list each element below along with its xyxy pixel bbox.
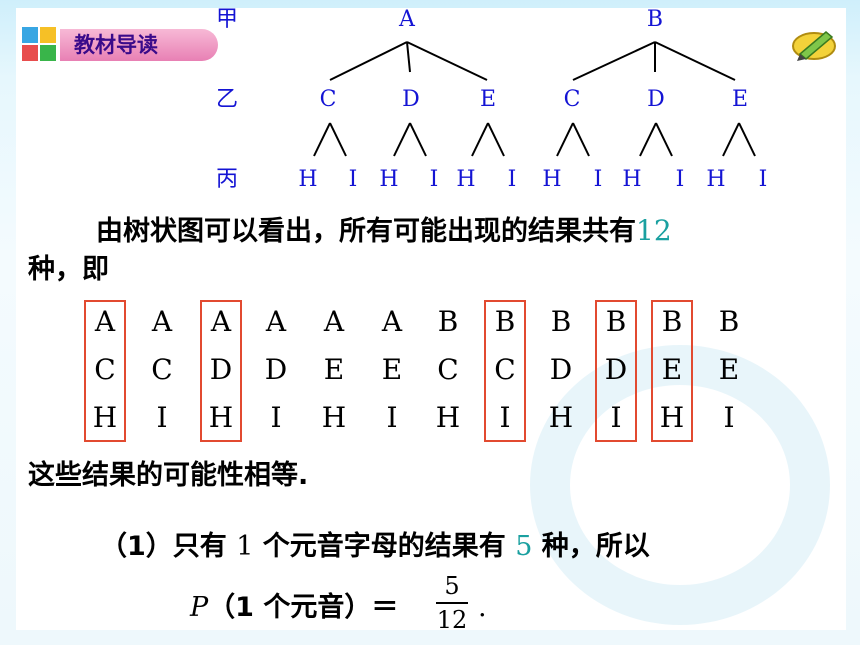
tree-node-l3: H [456,167,476,192]
probability-expression: P（1 个元音）＝ [190,592,399,623]
tree-node-l3: H [298,167,318,192]
section-badge: 教材导读 [22,27,218,61]
tree-node-l3: H [706,167,726,192]
outcome-cell: H [659,401,685,434]
summary-line-1: 由树状图可以看出，所有可能出现的结果共有12 [96,214,672,247]
row-label-bing: 丙 [216,167,239,192]
tree-node-l3: I [675,167,685,192]
tree-node-l3: I [348,167,358,192]
badge-label: 教材导读 [60,29,218,61]
outcome-cell: B [437,305,459,338]
outcome-cell: A [323,305,345,338]
tree-node-l2: D [402,87,420,112]
outcome-cell: E [718,353,740,386]
outcome-cell: I [723,401,735,434]
highlight-box [651,300,693,442]
tree-node-l3: I [593,167,603,192]
outcome-cell: H [435,401,461,434]
outcome-cell: I [499,401,511,434]
equal-likelihood-statement: 这些结果的可能性相等. [28,460,309,491]
tree-node-l2: C [563,87,581,112]
outcome-cell: C [151,353,173,386]
outcome-cell: D [549,353,573,386]
highlight-box [484,300,526,442]
probability-fraction: 5 12 [436,572,468,634]
highlight-box [84,300,126,442]
outcome-cell: E [323,353,345,386]
tree-node-l3: H [542,167,562,192]
expression-period: . [478,592,487,623]
summary-line-2: 种，即 [28,254,109,285]
highlight-box [200,300,242,442]
outcome-cell: B [494,305,516,338]
tree-lines [313,41,756,157]
four-squares-icon [22,27,58,63]
outcome-cell: B [605,305,627,338]
outcome-cell: H [92,401,118,434]
tree-node-l2: D [647,87,665,112]
outcome-cell: B [661,305,683,338]
outcome-cell: C [94,353,116,386]
outcome-cell: I [156,401,168,434]
tree-diagram: 甲 乙 丙 A B C D E C D E H I H I H I H I H … [0,0,860,200]
tree-node-l3: H [379,167,399,192]
outcome-cell: H [208,401,234,434]
tree-node-l2: E [731,87,749,112]
vowel-result-count: 5 [515,531,533,562]
row-label-yi: 乙 [216,87,239,112]
outcome-cell: A [151,305,173,338]
outcome-cell: A [94,305,116,338]
outcome-cell: H [548,401,574,434]
outcome-cell: I [610,401,622,434]
outcome-cell: A [210,305,232,338]
outcome-cell: B [718,305,740,338]
question-1-line: （1）只有 1 个元音字母的结果有 5 种，所以 [100,531,650,562]
tree-node-l2: C [319,87,337,112]
outcome-cell: C [437,353,459,386]
outcome-cell: I [270,401,282,434]
tree-node-l3: I [507,167,517,192]
tree-node-l2: E [479,87,497,112]
outcome-cell: E [381,353,403,386]
outcome-cell: H [321,401,347,434]
outcome-cell: A [381,305,403,338]
total-count: 12 [636,214,672,247]
outcome-cell: D [264,353,288,386]
tree-node-l1: A [399,7,415,32]
pencil-icon[interactable] [790,24,840,64]
outcome-cell: C [494,353,516,386]
outcome-cell: E [661,353,683,386]
tree-node-l3: I [429,167,439,192]
highlight-box [595,300,637,442]
tree-node-l1: B [646,7,664,32]
tree-node-l3: H [622,167,642,192]
outcome-cell: D [604,353,628,386]
outcome-cell: I [386,401,398,434]
tree-node-l3: I [758,167,768,192]
outcome-cell: D [209,353,233,386]
outcome-cell: A [265,305,287,338]
outcome-cell: B [550,305,572,338]
row-label-jia: 甲 [216,7,239,32]
